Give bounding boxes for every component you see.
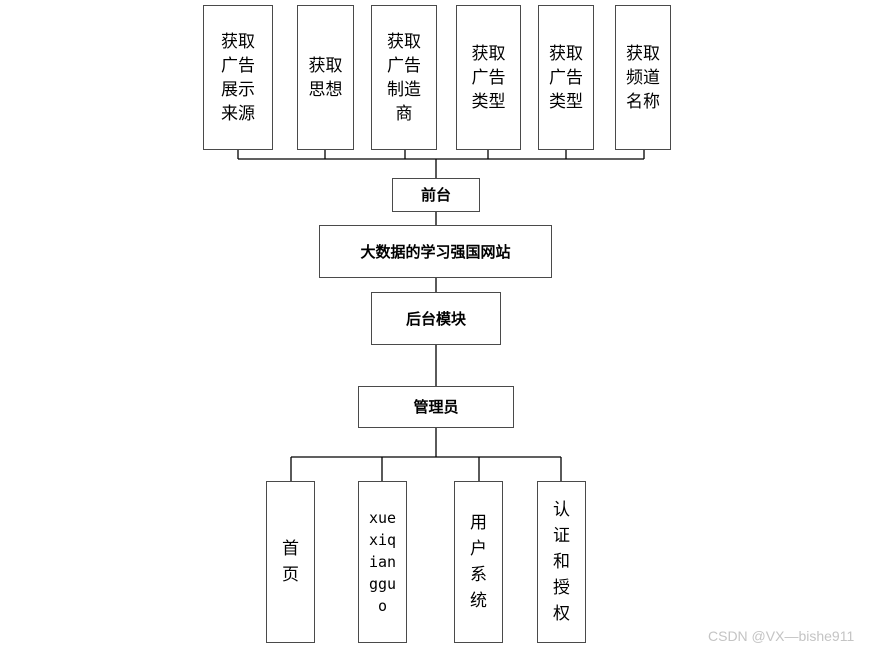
top-node-channel-name: 获取 频道 名称 xyxy=(615,5,671,150)
admin-node: 管理员 xyxy=(358,386,514,428)
bottom-node-user-system: 用 户 系 统 xyxy=(454,481,503,643)
bottom-node-home: 首 页 xyxy=(266,481,315,643)
front-node: 前台 xyxy=(392,178,480,212)
top-node-thought: 获取 思想 xyxy=(297,5,354,150)
top-node-ad-type-2: 获取 广告 类型 xyxy=(538,5,594,150)
bottom-node-auth: 认 证 和 授 权 xyxy=(537,481,586,643)
top-node-ad-source: 获取 广告 展示 来源 xyxy=(203,5,273,150)
top-node-ad-type-1: 获取 广告 类型 xyxy=(456,5,521,150)
top-node-ad-maker: 获取 广告 制造 商 xyxy=(371,5,437,150)
site-node: 大数据的学习强国网站 xyxy=(319,225,552,278)
watermark: CSDN @VX—bishe911 xyxy=(708,628,855,644)
backend-node: 后台模块 xyxy=(371,292,501,345)
bottom-node-xuexiqiangguo: xue xiq ian ggu o xyxy=(358,481,407,643)
